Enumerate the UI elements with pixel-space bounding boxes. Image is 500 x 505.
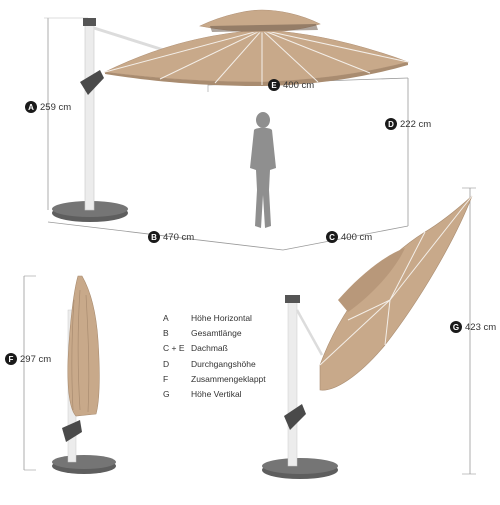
umbrella-base-top <box>262 458 338 474</box>
dimension-badge-e: E 400 cm <box>268 79 314 91</box>
badge-letter: A <box>25 101 37 113</box>
badge-letter: C <box>326 231 338 243</box>
badge-value: 297 cm <box>20 353 52 365</box>
legend-key: A <box>163 313 169 323</box>
legend-key: D <box>163 358 170 369</box>
open-umbrella-horizontal <box>44 9 409 251</box>
umbrella-pole <box>287 299 298 467</box>
legend-row: D Durchgangshöhe <box>163 357 266 372</box>
legend-key: B <box>163 328 169 339</box>
tilted-umbrella-vertical <box>262 187 476 479</box>
badge-value: 259 cm <box>40 101 72 113</box>
dimension-line-c <box>282 225 409 251</box>
cantilever-arm <box>93 26 171 54</box>
legend-label: Höhe Vertikal <box>191 389 242 400</box>
legend-label: Höhe Horizontal <box>191 313 252 323</box>
pole-cap <box>83 18 96 26</box>
legend-row: G Höhe Vertikal <box>163 387 266 402</box>
dimension-legend: A Höhe Horizontal B Gesamtlänge C + E Da… <box>163 311 266 402</box>
legend-key: C + E <box>163 343 185 354</box>
legend-label: Dachmaß <box>191 343 228 354</box>
legend-label: Gesamtlänge <box>191 328 242 339</box>
pole-cap <box>285 295 300 303</box>
canopy-edge <box>105 62 408 86</box>
badge-value: 222 cm <box>400 118 432 130</box>
dimension-badge-a: A 259 cm <box>25 101 71 113</box>
canopy-ribs <box>104 29 409 85</box>
crank-handle <box>80 70 104 95</box>
legend-key: G <box>163 389 170 400</box>
crank-handle <box>284 404 306 430</box>
person-silhouette <box>250 112 276 228</box>
dimension-badge-c: C 400 cm <box>326 231 372 243</box>
canopy-ribs <box>319 195 473 366</box>
umbrella-pole <box>84 19 95 211</box>
badge-letter: F <box>5 353 17 365</box>
closed-umbrella <box>23 275 116 474</box>
dimension-line-b <box>47 221 284 251</box>
legend-row: B Gesamtlänge <box>163 326 266 341</box>
legend-row: F Zusammengeklappt <box>163 372 266 387</box>
legend-row: A Höhe Horizontal <box>163 311 266 326</box>
badge-value: 400 cm <box>283 79 315 91</box>
umbrella-base-top <box>52 455 116 469</box>
badge-letter: G <box>450 321 462 333</box>
badge-letter: E <box>268 79 280 91</box>
canopy-top-tier <box>338 248 405 312</box>
dimension-badge-g: G 423 cm <box>450 321 496 333</box>
legend-label: Zusammengeklappt <box>191 373 266 384</box>
dimension-badge-b: B 470 cm <box>148 231 194 243</box>
legend-label: Durchgangshöhe <box>191 358 256 369</box>
legend-key: F <box>163 373 169 384</box>
badge-value: 400 cm <box>341 231 373 243</box>
badge-value: 470 cm <box>163 231 195 243</box>
badge-value: 423 cm <box>465 321 497 333</box>
badge-letter: B <box>148 231 160 243</box>
dimension-badge-f: F 297 cm <box>5 353 51 365</box>
cantilever-arm <box>295 309 324 356</box>
crank-handle <box>62 420 82 442</box>
closed-canopy <box>67 275 100 417</box>
canopy-folds <box>71 289 90 413</box>
canopy-vent <box>210 24 318 32</box>
dimension-badge-d: D 222 cm <box>385 118 431 130</box>
legend-row: C + E Dachmaß <box>163 341 266 356</box>
badge-letter: D <box>385 118 397 130</box>
